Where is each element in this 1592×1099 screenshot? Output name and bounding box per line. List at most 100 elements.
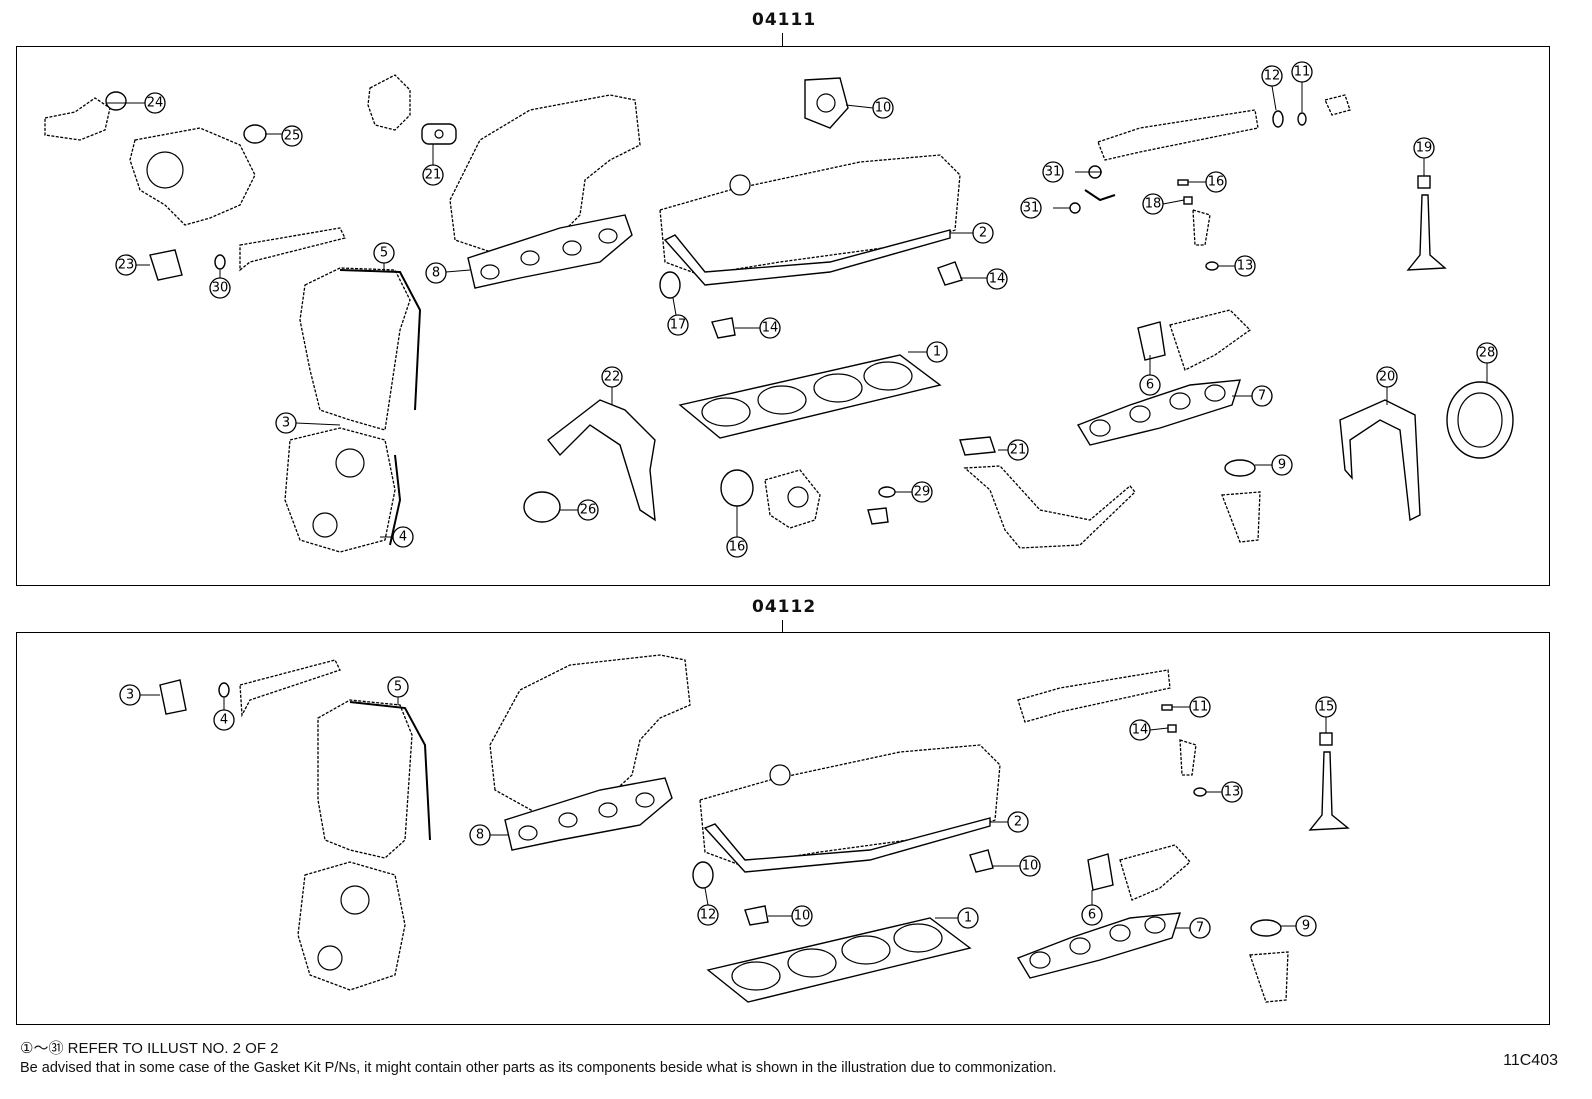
kit-part-number-bottom: 04112 <box>752 597 817 617</box>
callout-30: 30 <box>212 281 229 296</box>
callout-22: 21 <box>1010 443 1027 458</box>
callout-b-13: 13 <box>1224 785 1241 800</box>
exhaust-flange-gasket-6b-part <box>1087 853 1114 891</box>
gasket-9-part <box>1224 459 1256 477</box>
o-ring-18-part <box>720 469 754 507</box>
callout-19: 18 <box>1145 197 1162 212</box>
injector-part <box>1192 209 1211 246</box>
callout-b-7: 7 <box>1196 921 1204 936</box>
plug-14a-part <box>937 261 963 286</box>
o-ring-25-part <box>105 91 127 111</box>
exhaust-flange-gasket-6-part <box>1137 321 1166 361</box>
kit-04112-parts <box>159 654 1350 1003</box>
valve-part <box>1406 194 1447 271</box>
seal-13-part <box>1205 261 1219 271</box>
seal-13b-part <box>1193 787 1207 797</box>
kit-04111-parts <box>44 74 1514 553</box>
exhaust-pipe-part <box>239 227 346 272</box>
callout-6: 6 <box>1146 378 1154 393</box>
insulator-11-part <box>1161 704 1173 711</box>
timing-cover-upper-b-part <box>317 699 413 859</box>
o-ring-30-part <box>214 254 226 270</box>
callout-21: 20 <box>1379 370 1396 385</box>
callout-28: 28 <box>1479 346 1496 361</box>
callout-b-5: 5 <box>394 680 402 695</box>
callout-24: 23 <box>118 258 135 273</box>
callout-27: 26 <box>580 503 597 518</box>
kit-tick-bottom <box>782 620 783 632</box>
intake-manifold-b-part <box>489 654 691 816</box>
valve-cover-gasket-part <box>663 229 951 286</box>
exhaust-pipe-lower-b-part <box>1249 951 1289 1003</box>
callout-16: 16 <box>1208 175 1225 190</box>
exhaust-manifold-gasket-7-part <box>1076 379 1241 446</box>
exhaust-pipe-lower-part <box>1221 491 1261 543</box>
washer-29-part <box>878 486 896 498</box>
callout-1: 1 <box>933 345 941 360</box>
callout-7: 7 <box>1258 389 1266 404</box>
callout-29: 29 <box>914 485 931 500</box>
callout-b-9: 9 <box>1302 919 1310 934</box>
callout-31a: 31 <box>1045 165 1062 180</box>
valve-cover-b-part <box>699 744 1001 866</box>
pipe-flange-gasket-3-part <box>159 679 187 715</box>
callout-b-10a: 10 <box>1022 859 1039 874</box>
egr-valve-part <box>367 74 411 131</box>
intake-manifold-gasket-part <box>467 214 633 289</box>
callout-3: 3 <box>282 416 290 431</box>
washer-31b-part <box>1069 202 1081 214</box>
callout-b-3: 3 <box>126 688 134 703</box>
callout-b-4: 4 <box>220 713 228 728</box>
callout-5: 5 <box>380 246 388 261</box>
pressure-regulator-part <box>1324 94 1351 116</box>
fuel-rail-b-part <box>1017 669 1171 723</box>
timing-cover-upper-part <box>299 267 411 431</box>
strainer-gasket-22-part <box>959 436 996 456</box>
valve-stem-seal-20-part <box>1417 175 1431 189</box>
valve-cover-part <box>659 154 961 276</box>
drain-plug-part <box>867 507 889 525</box>
kit-04112-callouts: 3 4 5 8 2 10 12 10 1 11 14 13 15 6 7 9 <box>119 676 1337 939</box>
callout-b-12: 12 <box>700 908 717 923</box>
callout-b-14: 14 <box>1132 723 1149 738</box>
callout-b-6: 6 <box>1088 908 1096 923</box>
kit-04111-callouts: 24 25 21 10 23 30 5 8 2 14 17 14 1 3 4 2… <box>107 61 1498 558</box>
fuel-rail-part <box>1097 109 1259 161</box>
gasket-9b-part <box>1250 919 1282 937</box>
commonization-disclaimer: Be advised that in some case of the Gask… <box>20 1060 1057 1076</box>
pipe-flange-gasket-part <box>149 249 183 281</box>
callout-b-8: 8 <box>476 828 484 843</box>
callout-b-10b: 10 <box>794 909 811 924</box>
callout-b-11: 11 <box>1192 700 1209 715</box>
callout-b-1: 1 <box>964 911 972 926</box>
kit-part-number-top: 04111 <box>752 10 817 30</box>
kit-tick-top <box>782 33 783 46</box>
exhaust-manifold-b-part <box>1119 844 1191 901</box>
callout-9: 9 <box>1278 458 1286 473</box>
insulator-16-part <box>1177 179 1189 186</box>
cam-oil-seal-12-part <box>692 861 714 889</box>
callout-10: 10 <box>875 101 892 116</box>
o-ring-14-part <box>1167 724 1177 733</box>
exhaust-manifold-gasket-7b-part <box>1016 912 1181 979</box>
callout-18: 16 <box>729 540 746 555</box>
o-ring-11-part <box>1297 112 1307 126</box>
exhaust-pipe-b-part <box>239 659 341 718</box>
valve-b-part <box>1308 751 1350 831</box>
timing-cover-lower-b-part <box>297 861 406 991</box>
callout-8: 8 <box>432 266 440 281</box>
callout-12: 12 <box>1264 69 1281 84</box>
rear-oil-seal-retainer-gasket-21-part <box>1339 399 1421 522</box>
exhaust-manifold-part <box>1169 309 1252 371</box>
callout-b-2: 2 <box>1014 815 1022 830</box>
callout-25: 24 <box>147 96 164 111</box>
illustration-code: 11C403 <box>1503 1052 1558 1069</box>
callout-31b: 31 <box>1023 201 1040 216</box>
callout-15: 21 <box>425 168 442 183</box>
water-outlet-part <box>44 97 111 141</box>
valve-stem-seal-15-part <box>1319 732 1333 746</box>
kit-panel-bottom <box>16 632 1550 1025</box>
callout-14a: 14 <box>989 272 1006 287</box>
callout-14b: 14 <box>762 321 779 336</box>
